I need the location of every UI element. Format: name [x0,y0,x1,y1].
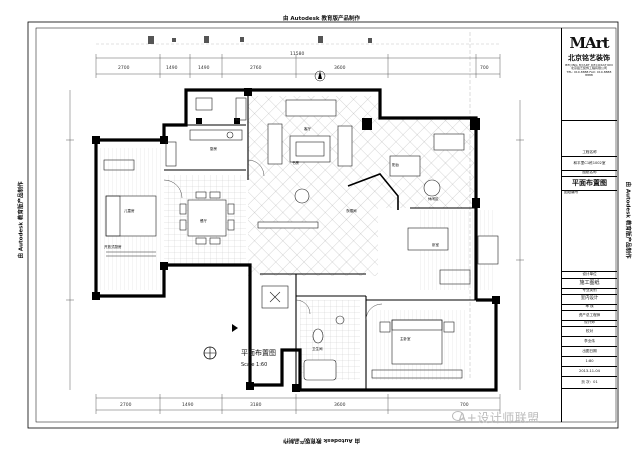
dim-bottom-2: 1490 [182,402,194,408]
children-room-furniture [103,159,157,257]
dim-top-6: 700 [480,65,489,71]
tb-reviewer: 资产总工程师 [562,310,617,321]
leisure-area-furniture [389,133,465,251]
room-label-closet: 衣帽间 [346,208,357,213]
dim-top-1: 2700 [118,65,130,71]
tb-page: 页 次：01 [562,376,617,389]
dim-top-4: 2760 [250,65,262,71]
company-logo: MArt 北京铭艺装饰 BEIJING MYART DECORATION 北京铭… [563,34,615,78]
tb-drawing-name: 平面布置图 [562,176,617,191]
dim-top-3: 1490 [198,65,210,71]
dim-bottom-1: 2700 [120,402,132,408]
tb-drafter: 李业伟 [562,336,617,347]
room-label-study: 书房 [292,160,300,165]
dim-bottom-3: 3180 [250,402,262,408]
section-markers [203,324,238,360]
dimension-texts-bottom: 2700 1490 3180 3600 700 [120,402,469,408]
dim-bottom-4: 3600 [334,402,346,408]
room-label-open-kitchen: 开放式厨房 [104,244,122,249]
plan-scale: Scale 1:60 [241,362,268,368]
tb-project: 和平里C1栋1002室 [562,156,617,171]
company-line2: TEL: 010-8888 FAX: 010-8888 8888 [566,69,612,78]
north-arrow-icon [314,70,326,82]
tb-review-label: 审 核 [562,304,617,311]
title-block: 工程名称 和平里C1栋1002室 图纸名称 平面布置图 图纸编号 设计单位 施工… [561,28,617,422]
dim-top-5: 3600 [334,65,346,71]
inner-frame [35,27,617,423]
structural-columns [92,88,500,392]
tb-date-label: 出图日期 [562,346,617,357]
dim-top-2: 1490 [166,65,178,71]
autodesk-stamp-top: 由 Autodesk 教育版产品制作 [283,16,361,22]
diagonal-wall [347,173,399,210]
room-label-bedroom: 卧室 [432,242,440,247]
tb-project-label: 工程名称 [562,150,617,157]
room-label-dining: 餐厅 [200,218,207,223]
tb-designer-label: 设计单位 [562,272,617,279]
room-label-living: 客厅 [304,126,312,131]
outer-frame [27,21,619,429]
tb-design-label: 设计师 [562,320,617,327]
bathroom-fixtures [261,285,345,381]
logo-mark: MArt [569,34,609,52]
company-name-en: BEIJING MYART DECORATION [565,63,613,67]
dining-furniture [179,191,235,245]
dim-bottom-5: 700 [460,402,469,408]
door-swings [163,159,383,321]
room-label-balcony: 阳台 [392,162,400,167]
partitions [164,90,476,390]
room-label-bathroom: 卫生间 [312,346,323,351]
company-name-cn: 北京铭艺装饰 [568,54,610,62]
dimension-lines-bottom [95,394,501,414]
living-room-furniture [257,99,353,229]
tb-scale: 1:80 [562,356,617,367]
tb-drawing-label: 图纸名称 [562,170,617,177]
room-label-kitchen: 厨房 [210,146,217,151]
tb-major-label: 专业类别 [562,288,617,295]
watermark: A+设计师联盟 [458,411,540,425]
company-line1: 北京铭艺装饰工程有限公司 [570,66,607,70]
tb-checker-label: 校对 [562,326,617,337]
dimension-texts-top: 2700 1490 1490 2760 3600 700 11580 [118,51,489,71]
tb-date: 2013-11-04 [562,366,617,377]
tb-drawing-type: 施工图纸 [562,278,617,289]
kitchen-fixtures [165,97,247,167]
room-label-leisure: 休闲区 [428,196,439,201]
living-room-floor [248,96,378,276]
master-bedroom-furniture [371,319,463,379]
dim-total: 11580 [290,51,304,57]
plan-title: 平面布置图 [241,349,276,357]
bedroom2-furniture [439,235,499,285]
room-label-children: 儿童房 [124,208,135,213]
room-label-master-bedroom: 主卧室 [400,336,411,341]
tb-sheet-label: 图纸编号 [562,190,617,272]
dimension-lines-sides [66,90,524,390]
wechat-icon [452,411,464,421]
tb-major: 室内设计 [562,294,617,305]
